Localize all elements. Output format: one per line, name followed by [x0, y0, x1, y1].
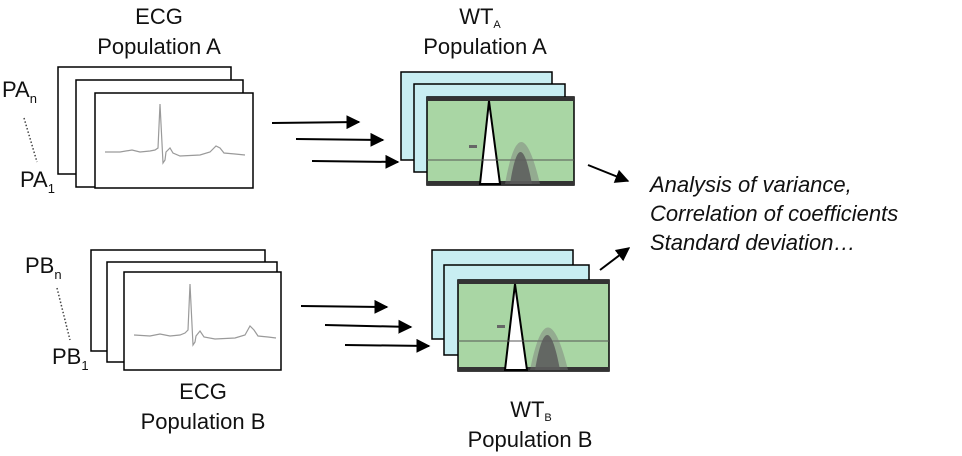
arrow-right-icon	[271, 115, 361, 130]
results-list: Analysis of variance, Correlation of coe…	[650, 170, 898, 257]
wt-b-title-text: WT	[510, 397, 545, 422]
ecg-waveform-icon	[133, 283, 277, 347]
arrow-right-icon	[300, 299, 389, 314]
arrow-to-results-bottom	[599, 247, 631, 271]
ecg-b-title: ECG	[179, 379, 227, 404]
wt-a-title-text: WT	[459, 4, 494, 29]
wt-stack-b	[431, 249, 610, 372]
dotted-separator-pb	[56, 287, 71, 341]
ecg-waveform-icon	[105, 103, 246, 165]
pa-1-subscript: 1	[47, 181, 55, 196]
arrows-top	[271, 115, 400, 169]
wt-a-population: Population A	[423, 34, 547, 59]
wt-a-subscript: A	[493, 19, 501, 31]
pb-n-subscript: n	[54, 267, 62, 282]
wt-stack-a	[400, 71, 575, 186]
pa-n-text: PA	[2, 77, 30, 102]
arrow-right-icon	[324, 319, 413, 334]
arrow-to-results-top	[587, 164, 630, 183]
wt-b-title: WTB	[491, 397, 571, 431]
pb-1-subscript: 1	[81, 358, 89, 373]
ecg-b-population: Population B	[140, 409, 266, 434]
ecg-a-population: Population A	[97, 34, 221, 59]
result-correlation-of-coefficients: Correlation of coefficients	[650, 201, 899, 226]
arrow-right-icon	[311, 154, 400, 169]
arrows-bottom	[300, 299, 431, 353]
wt-b-population: Population B	[467, 427, 593, 452]
pb-n-text: PB	[25, 253, 55, 278]
result-analysis-of-variance: Analysis of variance,	[650, 172, 852, 197]
wt-b-subscript: B	[544, 412, 552, 424]
wavelet-scalogram-icon	[457, 279, 610, 372]
arrow-right-icon	[344, 338, 431, 353]
pa-n-label: PAn	[2, 77, 37, 112]
ecg-card-a-front	[94, 92, 254, 189]
dotted-separator-pa	[23, 117, 38, 163]
pa-1-label: PA1	[20, 167, 55, 202]
result-standard-deviation: Standard deviation…	[650, 230, 856, 255]
pb-1-label: PB1	[52, 344, 89, 379]
wavelet-scalogram-icon	[426, 96, 575, 186]
ecg-stack-a	[57, 66, 254, 189]
pa-1-text: PA	[20, 167, 48, 192]
arrow-right-icon	[295, 132, 385, 147]
pa-n-subscript: n	[29, 91, 37, 106]
pb-1-text: PB	[52, 344, 82, 369]
ecg-a-title: ECG	[135, 4, 183, 29]
wt-a-title: WTA	[440, 4, 520, 38]
pb-n-label: PBn	[25, 253, 62, 288]
ecg-stack-b	[90, 249, 282, 371]
ecg-card-b-front	[123, 271, 282, 371]
